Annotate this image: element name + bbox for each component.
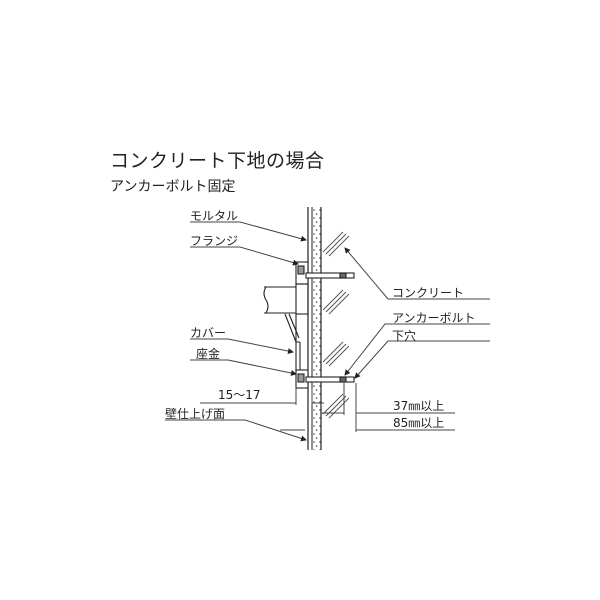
label-flange: フランジ — [190, 234, 239, 248]
wall-section — [307, 207, 322, 450]
duct-pipe — [263, 283, 309, 315]
upper-flange — [295, 261, 355, 285]
diagram-title: コンクリート下地の場合 — [110, 150, 325, 172]
label-anchor-bolt: アンカーボルト — [392, 311, 476, 325]
label-mortar: モルタル — [190, 209, 239, 223]
dimension-lines — [200, 383, 455, 432]
cover — [284, 313, 301, 370]
diagram-subtitle: アンカーボルト固定 — [110, 179, 236, 195]
label-dim-37: 37㎜以上 — [393, 399, 445, 413]
label-pilot-hole: 下穴 — [392, 329, 417, 343]
leader-lines — [165, 221, 490, 442]
label-washer: 座金 — [196, 347, 221, 361]
concrete-hatch — [322, 231, 350, 419]
label-range: 15～17 — [218, 388, 261, 402]
label-concrete: コンクリート — [392, 286, 465, 300]
label-wall-finish: 壁仕上げ面 — [165, 407, 226, 421]
lower-flange — [295, 369, 355, 389]
label-cover: カバー — [190, 326, 227, 340]
label-dim-85: 85㎜以上 — [393, 416, 445, 430]
